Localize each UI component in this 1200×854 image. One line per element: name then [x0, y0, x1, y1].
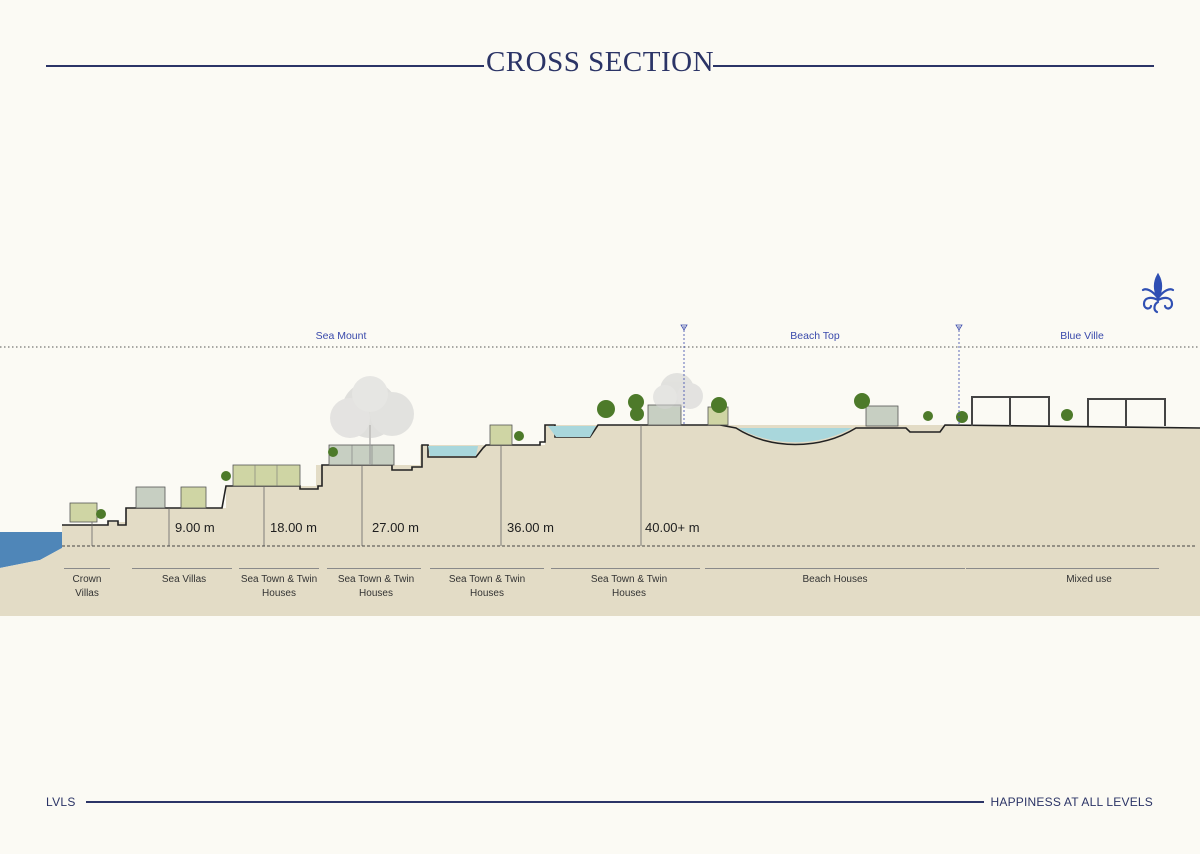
elevation-label-40m: 40.00+ m — [645, 520, 700, 535]
pool-2 — [548, 426, 596, 437]
footer-rule — [86, 801, 984, 803]
category-line — [132, 568, 232, 569]
category-line — [705, 568, 965, 569]
beach-house-2 — [865, 405, 899, 427]
page-title: CROSS SECTION — [485, 46, 715, 78]
footer-brand: LVLS — [46, 795, 76, 809]
large-tree-1 — [330, 376, 414, 465]
category-sea-town-1: Sea Town & Twin Houses — [224, 573, 334, 601]
crown-villa-building — [69, 502, 98, 523]
category-line — [430, 568, 544, 569]
category-line — [64, 568, 110, 569]
mixed-use-frame-1 — [971, 396, 1050, 426]
zone-dividers — [683, 326, 960, 425]
category-line — [239, 568, 319, 569]
footer-tagline: HAPPINESS AT ALL LEVELS — [990, 795, 1153, 809]
elevation-label-27m: 27.00 m — [372, 520, 419, 535]
sea-villa-building-2 — [180, 486, 207, 509]
mixed-use-frame-2 — [1087, 398, 1166, 426]
category-sea-town-4: Sea Town & Twin Houses — [574, 573, 684, 601]
title-rule-left — [46, 65, 484, 67]
zone-label-sea-mount: Sea Mount — [315, 330, 367, 342]
zone-label-beach-top: Beach Top — [790, 330, 840, 342]
category-line1: Crown — [72, 574, 102, 585]
small-trees — [96, 393, 1073, 519]
category-sea-town-2: Sea Town & Twin Houses — [321, 573, 431, 601]
category-line1: Sea Villas — [161, 574, 207, 585]
elevation-label-18m: 18.00 m — [270, 520, 317, 535]
zone-label-blue-ville: Blue Ville — [1060, 330, 1104, 342]
category-line1: Sea Town & Twin — [337, 574, 415, 585]
category-line — [327, 568, 421, 569]
sea-villa-building-1 — [135, 486, 166, 509]
elevation-label-9m: 9.00 m — [175, 520, 215, 535]
lagoon — [738, 428, 852, 443]
category-line — [966, 568, 1159, 569]
category-line1: Sea Town & Twin — [590, 574, 668, 585]
category-line1: Beach Houses — [802, 574, 868, 585]
category-line1: Sea Town & Twin — [448, 574, 526, 585]
category-line — [551, 568, 700, 569]
category-beach-houses: Beach Houses — [780, 573, 890, 587]
category-line2: Houses — [470, 588, 504, 599]
brand-logo-icon — [1141, 272, 1175, 314]
category-line2: Villas — [75, 588, 99, 599]
category-crown-villas: Crown Villas — [32, 573, 142, 601]
category-line1: Sea Town & Twin — [240, 574, 318, 585]
category-line2: Houses — [612, 588, 646, 599]
town-house-block-3 — [489, 424, 513, 446]
title-rule-right — [713, 65, 1154, 67]
sea-water — [0, 532, 62, 568]
category-sea-town-3: Sea Town & Twin Houses — [432, 573, 542, 601]
town-house-block-2 — [328, 444, 395, 466]
category-line1: Mixed use — [1066, 574, 1112, 585]
category-line2: Houses — [262, 588, 296, 599]
category-sea-villas: Sea Villas — [129, 573, 239, 587]
elevation-label-36m: 36.00 m — [507, 520, 554, 535]
pool-1 — [428, 446, 478, 456]
category-mixed-use: Mixed use — [1034, 573, 1144, 587]
town-house-block-1 — [232, 464, 301, 487]
elevation-markers — [91, 425, 642, 546]
large-tree-2 — [653, 373, 703, 409]
category-line2: Houses — [359, 588, 393, 599]
